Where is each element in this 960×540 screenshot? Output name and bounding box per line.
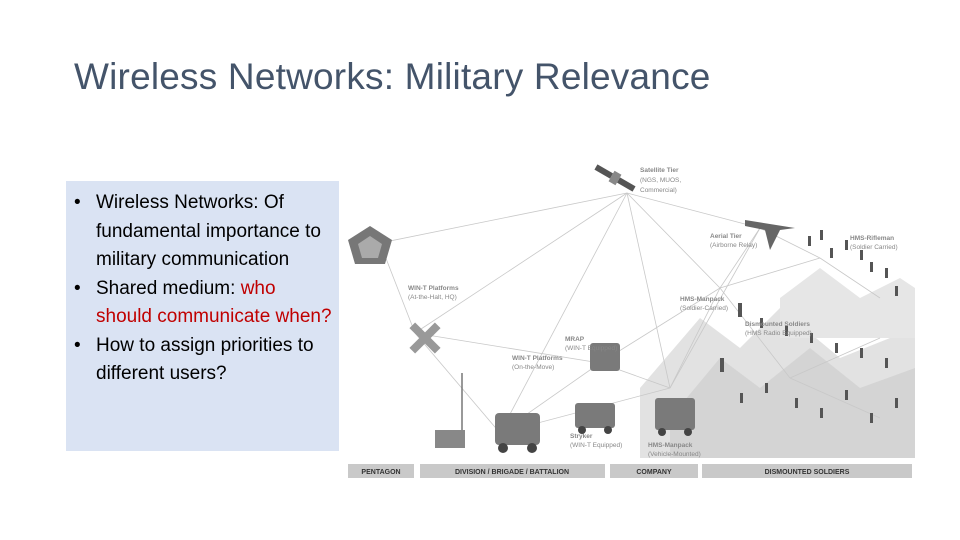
network-links — [379, 192, 881, 434]
bullet-item-1: • Wireless Networks: Of fundamental impo… — [74, 189, 333, 275]
bar-label-pentagon: PENTAGON — [361, 469, 400, 476]
bullet-text-highlight: who should communicate when? — [96, 277, 332, 328]
diagram-labels: Satellite Tier (NGS, MUOS, Commercial) A… — [408, 167, 898, 458]
label-aerial-sub: (Airborne Relay) — [710, 242, 757, 249]
label-hms-rifleman: HMS-Rifleman — [850, 235, 894, 242]
echelon-bar: PENTAGON DIVISION / BRIGADE / BATTALION … — [348, 464, 912, 478]
label-satellite-tier: Satellite Tier — [640, 167, 679, 174]
soldiers-illustration — [720, 230, 898, 423]
bar-label-division: DIVISION / BRIGADE / BATTALION — [455, 469, 569, 476]
bar-segment-division — [420, 464, 605, 478]
bar-segment-company — [610, 464, 698, 478]
label-dismounted: Dismounted Soldiers — [745, 321, 810, 328]
bullet-item-3: • How to assign priorities to different … — [74, 332, 333, 389]
bullet-list-box: • Wireless Networks: Of fundamental impo… — [66, 181, 339, 451]
bullet-dot-icon: • — [74, 334, 81, 356]
bullet-text: Wireless Networks: Of fundamental import… — [96, 192, 321, 270]
label-hms-manpack-top-sub: (Soldier-Carried) — [680, 305, 728, 312]
label-mrap-sub: (WIN-T Equipped) — [565, 345, 617, 352]
bullet-item-2: • Shared medium: who should communicate … — [74, 275, 333, 332]
label-wint-move-sub: (On-the-Move) — [512, 364, 554, 371]
bullet-dot-icon: • — [74, 277, 81, 299]
mountains-illustration — [640, 268, 915, 458]
label-dismounted-sub: (HMS Radio Equipped) — [745, 330, 812, 337]
vehicles-illustration — [435, 343, 695, 453]
label-wint-move: WIN-T Platforms — [512, 355, 563, 362]
bar-segment-pentagon — [348, 464, 414, 478]
label-hms-manpack-top: HMS-Manpack — [680, 296, 725, 303]
label-satellite-sub1: (NGS, MUOS, — [640, 177, 681, 184]
bullet-list: • Wireless Networks: Of fundamental impo… — [74, 189, 333, 389]
label-hms-manpack-bottom-sub: (Vehicle-Mounted) — [648, 451, 701, 458]
pentagon-icon — [348, 226, 392, 264]
bar-segment-dismounted — [702, 464, 912, 478]
label-stryker: Stryker — [570, 433, 593, 440]
slide-title: Wireless Networks: Military Relevance — [74, 56, 711, 97]
label-mrap: MRAP — [565, 336, 585, 343]
network-diagram: Satellite Tier (NGS, MUOS, Commercial) A… — [348, 164, 915, 478]
bullet-dot-icon: • — [74, 192, 81, 213]
satellite-icon — [594, 164, 636, 192]
label-wint-halt: WIN-T Platforms — [408, 285, 459, 292]
bullet-text: Shared medium: — [96, 277, 241, 299]
bar-label-dismounted: DISMOUNTED SOLDIERS — [765, 469, 850, 476]
label-wint-halt-sub: (At-the-Halt, HQ) — [408, 294, 457, 301]
drone-icon — [745, 220, 795, 250]
label-hms-rifleman-sub: (Soldier Carried) — [850, 244, 898, 251]
antenna-platform-icon — [409, 322, 441, 354]
bullet-text: How to assign priorities to different us… — [96, 334, 314, 385]
label-aerial-tier: Aerial Tier — [710, 233, 742, 240]
label-hms-manpack-bottom: HMS-Manpack — [648, 442, 693, 449]
label-satellite-sub2: Commercial) — [640, 187, 677, 194]
bar-label-company: COMPANY — [636, 469, 672, 476]
label-stryker-sub: (WIN-T Equipped) — [570, 442, 622, 449]
